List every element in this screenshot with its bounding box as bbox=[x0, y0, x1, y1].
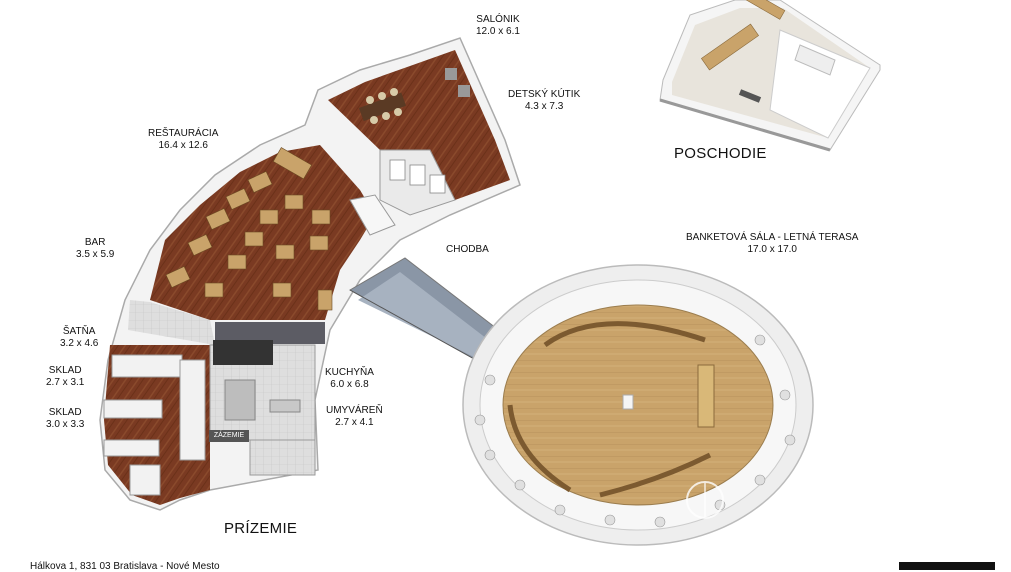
room-size: 6.0 x 6.8 bbox=[330, 379, 369, 390]
room-size: 2.7 x 3.1 bbox=[46, 377, 85, 388]
room-size: 16.4 x 12.6 bbox=[158, 140, 208, 151]
room-size: 4.3 x 7.3 bbox=[524, 101, 564, 112]
banquet-hall-plan bbox=[462, 264, 814, 546]
room-size: 17.0 x 17.0 bbox=[747, 244, 797, 255]
room-name: KUCHYŇA bbox=[325, 367, 374, 378]
room-name: DETSKÝ KÚTIK bbox=[508, 89, 581, 100]
room-name: REŠTAURÁCIA bbox=[148, 128, 219, 139]
room-name: SALÓNIK bbox=[476, 14, 520, 25]
room-name: UMYVÁREŇ bbox=[326, 405, 383, 416]
room-name: SKLAD bbox=[48, 365, 82, 376]
label-zazemie: ZÁZEMIE bbox=[209, 430, 249, 442]
room-size: 3.5 x 5.9 bbox=[76, 249, 115, 260]
label-salonik: SALÓNIK 12.0 x 6.1 bbox=[476, 14, 520, 38]
label-sklad-1: SKLAD 2.7 x 3.1 bbox=[46, 365, 84, 389]
floor-title-upper: POSCHODIE bbox=[674, 145, 767, 162]
label-umyvaren: UMYVÁREŇ 2.7 x 4.1 bbox=[326, 405, 383, 429]
footer-bar bbox=[899, 562, 995, 570]
ground-floor-plan bbox=[99, 37, 521, 511]
label-sklad-2: SKLAD 3.0 x 3.3 bbox=[46, 407, 84, 431]
room-name: BAR bbox=[84, 237, 106, 248]
label-banketova-sala: BANKETOVÁ SÁLA - LETNÁ TERASA 17.0 x 17.… bbox=[686, 232, 858, 256]
label-satna: ŠATŇA 3.2 x 4.6 bbox=[60, 326, 98, 350]
room-name: CHODBA bbox=[446, 244, 489, 255]
room-size: 3.2 x 4.6 bbox=[60, 338, 99, 349]
room-name: BANKETOVÁ SÁLA - LETNÁ TERASA bbox=[686, 232, 859, 243]
address-text: Hálkova 1, 831 03 Bratislava - Nové Mest… bbox=[30, 561, 220, 572]
logo-mark bbox=[686, 481, 724, 519]
room-size: 2.7 x 4.1 bbox=[335, 417, 374, 428]
room-name: ŠATŇA bbox=[62, 326, 96, 337]
label-restauracia: REŠTAURÁCIA 16.4 x 12.6 bbox=[148, 128, 218, 152]
upper-floor-plan bbox=[659, 0, 881, 152]
room-size: 3.0 x 3.3 bbox=[46, 419, 85, 430]
floor-title-ground: PRÍZEMIE bbox=[224, 520, 298, 537]
label-kuchyna: KUCHYŇA 6.0 x 6.8 bbox=[325, 367, 374, 391]
room-name: SKLAD bbox=[48, 407, 82, 418]
label-chodba: CHODBA bbox=[446, 244, 489, 256]
room-size: 12.0 x 6.1 bbox=[476, 26, 520, 37]
label-detsky-kutik: DETSKÝ KÚTIK 4.3 x 7.3 bbox=[508, 89, 580, 113]
label-bar: BAR 3.5 x 5.9 bbox=[76, 237, 114, 261]
